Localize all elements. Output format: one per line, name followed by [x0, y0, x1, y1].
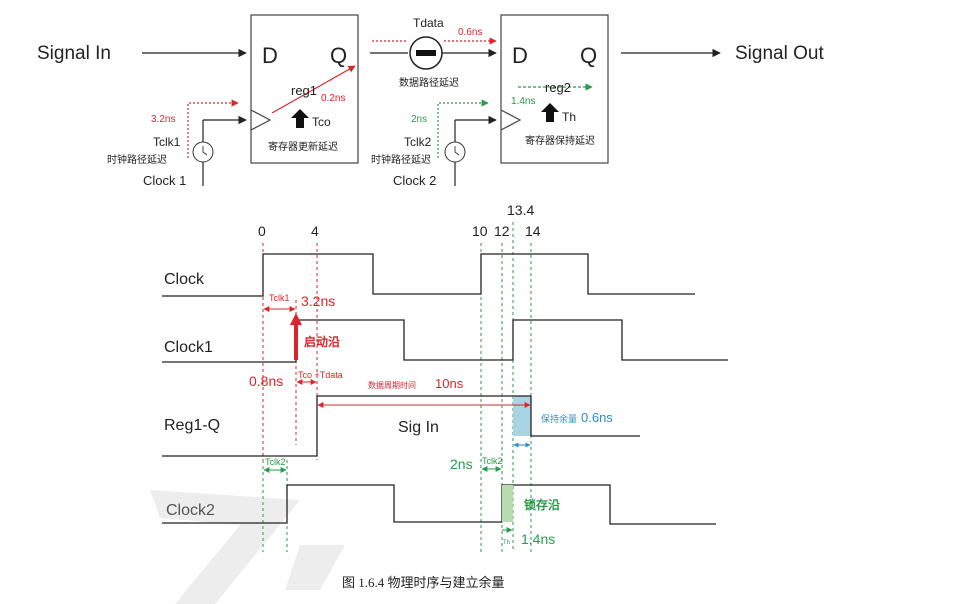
reg1-tco-arrow — [271, 65, 356, 114]
clock-2-path-label: 时钟路径延迟 — [371, 153, 431, 166]
clock-2-source: 2ns Tclk2 时钟路径延迟 Clock 2 — [371, 99, 497, 188]
tick-0: 0 — [258, 223, 266, 239]
tdata-label: Tdata — [413, 16, 444, 30]
th-label: Th — [503, 540, 510, 546]
time-ticks: 0 4 10 12 13.4 14 — [258, 202, 541, 239]
tick-14: 14 — [525, 223, 541, 239]
clock-1-tclk: Tclk1 — [153, 135, 181, 149]
clock-waveform — [162, 253, 695, 297]
clock-2-delay: 2ns — [411, 114, 427, 125]
clock-1-delay: 3.2ns — [151, 114, 175, 125]
reg1q-waveform — [162, 395, 640, 457]
offset-value: 0.8ns — [249, 373, 283, 389]
tclk1-value: 3.2ns — [301, 293, 335, 309]
reg2-th-value: 1.4ns — [511, 96, 535, 107]
signal-clock-label: Clock — [164, 271, 205, 288]
reg2-up-arrow-icon — [541, 103, 559, 122]
clock-2-delay-path — [437, 99, 489, 158]
data-period-value: 10ns — [435, 376, 464, 391]
reg2-th-label: Th — [562, 110, 576, 124]
reg2-clock-triangle — [500, 109, 522, 131]
data-period-label: 数据周期时间 — [368, 380, 416, 390]
tick-13-4: 13.4 — [507, 202, 534, 218]
tclk2-left-label: Tclk2 — [265, 457, 286, 467]
clock-1-source: 3.2ns Tclk1 时钟路径延迟 Clock 1 — [107, 99, 247, 188]
tdata-value: 0.6ns — [458, 27, 482, 38]
tick-12: 12 — [494, 223, 510, 239]
reg1-caption: 寄存器更新延迟 — [268, 140, 338, 153]
clock2-waveform — [162, 484, 716, 525]
register-1: D Q reg1 0.2ns Tco 寄存器更新延迟 — [250, 14, 359, 164]
latch-edge-label: 锁存沿 — [524, 497, 560, 512]
th-value: 1.4ns — [521, 531, 555, 547]
sig-in-label: Sig In — [398, 419, 439, 436]
signal-clock2-label: Clock2 — [166, 502, 215, 519]
tclk1-label: Tclk1 — [269, 293, 290, 303]
tick-4: 4 — [311, 223, 319, 239]
reg2-name: reg2 — [545, 80, 571, 95]
clock1-waveform — [162, 319, 728, 363]
clock-2-name: Clock 2 — [393, 173, 436, 188]
reg2-caption: 寄存器保持延迟 — [525, 134, 595, 147]
clock-1-delay-path — [187, 99, 239, 158]
launch-edge-label: 启动沿 — [304, 334, 340, 349]
clock-2-tclk: Tclk2 — [404, 135, 432, 149]
tco-tdata-label: Tco +Tdata — [298, 370, 343, 380]
hold-margin-value: 0.6ns — [581, 410, 613, 425]
clock-1-name: Clock 1 — [143, 173, 186, 188]
tclk2-right-label: Tclk2 — [482, 456, 503, 466]
reg2-q-pin: Q — [580, 43, 597, 68]
launch-edge-arrow — [290, 313, 302, 360]
reg1-clock-triangle — [250, 109, 272, 131]
tdata-caption: 数据路径延迟 — [399, 76, 459, 89]
tick-10: 10 — [472, 223, 488, 239]
reg1-d-pin: D — [262, 43, 278, 68]
figure-caption: 图 1.6.4 物理时序与建立余量 — [342, 575, 505, 590]
reg1-tco-value: 0.2ns — [321, 93, 345, 104]
reg1-q-pin: Q — [330, 43, 347, 68]
register-2: D Q reg2 1.4ns Th 寄存器保持延迟 — [500, 14, 609, 164]
reg1-up-arrow-icon — [291, 109, 309, 128]
reg1-name: reg1 — [291, 83, 317, 98]
clock-1-path-label: 时钟路径延迟 — [107, 153, 167, 166]
signal-in-label: Signal In — [37, 43, 111, 64]
signal-clock1-label: Clock1 — [164, 339, 213, 356]
hold-margin-region — [513, 396, 531, 436]
watermark-logo — [150, 490, 345, 604]
two-ns-value: 2ns — [450, 456, 473, 472]
reg2-d-pin: D — [512, 43, 528, 68]
tdata-delay-bar — [416, 50, 436, 56]
signal-out-label: Signal Out — [735, 43, 824, 64]
latch-region — [502, 485, 513, 522]
reg1-tco-label: Tco — [312, 115, 331, 129]
signal-reg1q-label: Reg1-Q — [164, 417, 220, 434]
hold-margin-label: 保持余量 — [541, 413, 577, 424]
